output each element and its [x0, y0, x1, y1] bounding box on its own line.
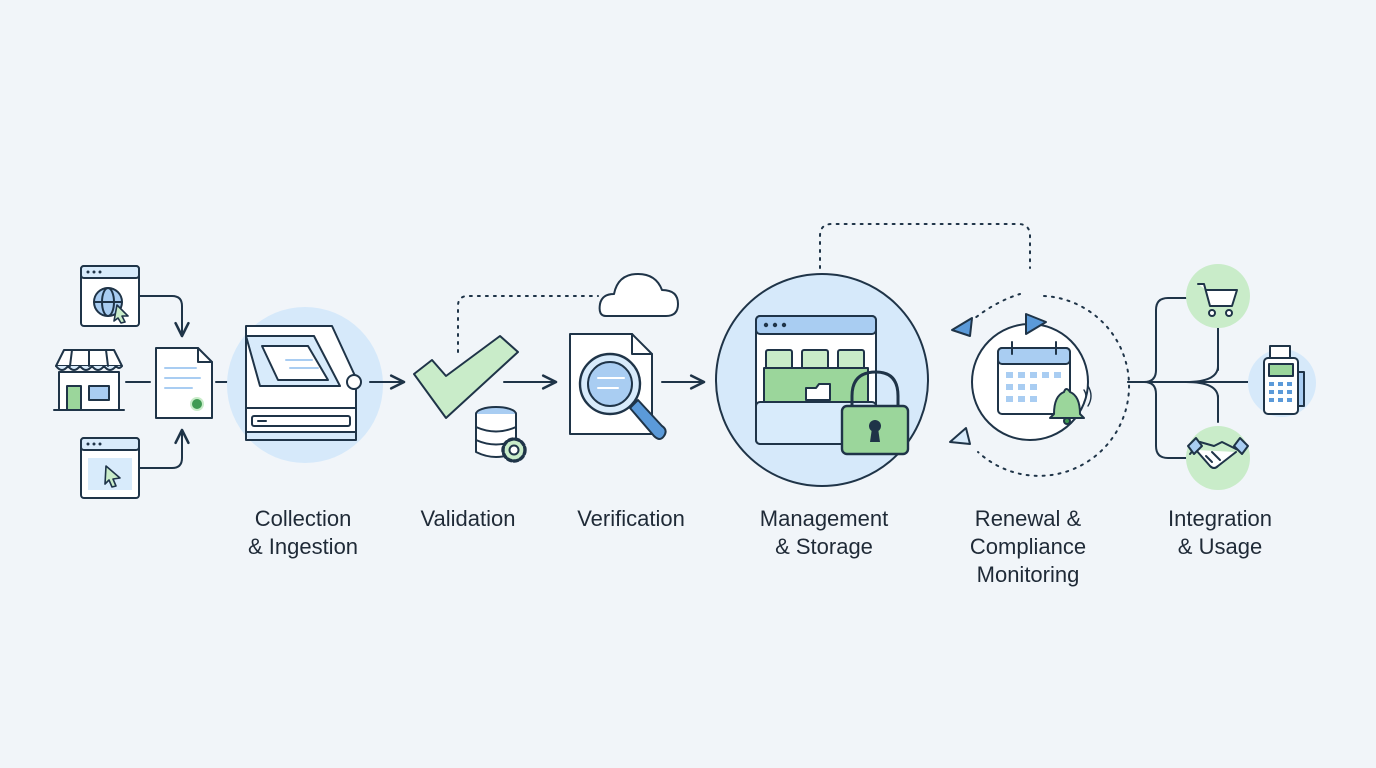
- stage-label-validation: Validation: [421, 505, 516, 533]
- stage-label-management: Management & Storage: [760, 505, 888, 561]
- stage-label-line: Validation: [420, 506, 516, 531]
- cloud-icon: [598, 273, 679, 317]
- magnifier-document-icon: [569, 333, 667, 440]
- stage-label-line: Management: [759, 506, 889, 531]
- web-browser-globe-icon: [80, 265, 140, 327]
- locked-storage-icon: [715, 273, 929, 487]
- stage-label-collection: Collection & Ingestion: [248, 505, 358, 561]
- stage-label-line: Collection: [254, 506, 352, 531]
- loop-arrow-bottom: [949, 427, 971, 445]
- stage-label-integration: Integration & Usage: [1168, 505, 1272, 561]
- loop-arrow-left: [951, 317, 973, 337]
- shopping-cart-icon: [1186, 264, 1250, 328]
- checkmark-database-icon: [413, 335, 527, 463]
- handshake-icon: [1186, 426, 1250, 490]
- calendar-bell-icon: [971, 323, 1092, 441]
- stage-label-verification: Verification: [577, 505, 685, 533]
- stage-label-renewal: Renewal & Compliance Monitoring: [970, 505, 1086, 589]
- stage-label-line: Renewal &: [974, 506, 1082, 531]
- intake-document-icon: [155, 347, 213, 419]
- stage-label-line: & Usage: [1177, 534, 1263, 559]
- stage-label-line: & Storage: [775, 534, 873, 559]
- stage-label-line: & Ingestion: [247, 534, 359, 559]
- stage-label-line: Integration: [1168, 506, 1272, 531]
- stage-label-line: Verification: [577, 506, 685, 531]
- stage-label-line: Compliance: [969, 534, 1087, 559]
- storefront-icon: [53, 349, 125, 411]
- stage-label-line: Monitoring: [976, 562, 1080, 587]
- scanner-icon: [227, 307, 383, 463]
- web-browser-cursor-icon: [80, 437, 140, 499]
- loop-arrow-top: [1025, 313, 1047, 335]
- pos-terminal-icon: [1248, 345, 1316, 417]
